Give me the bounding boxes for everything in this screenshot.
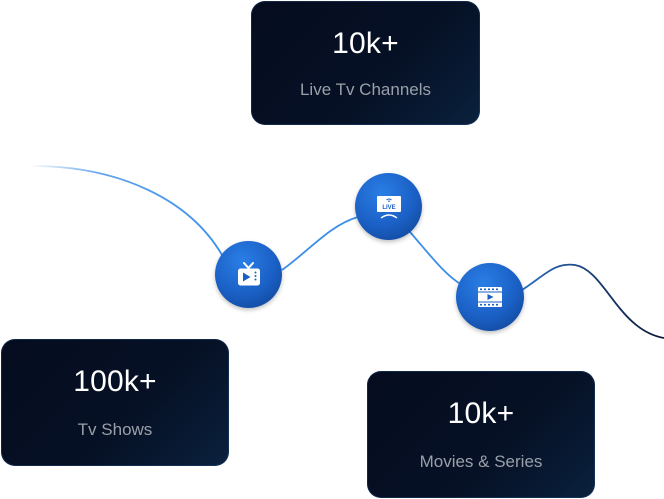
node-live-tv: LIVE — [355, 173, 422, 240]
node-movies-series — [456, 263, 524, 331]
live-tv-label: LIVE — [382, 205, 395, 211]
stat-label: Live Tv Channels — [299, 79, 432, 99]
curve-segment-left — [31, 165, 223, 256]
live-tv-icon: LIVE — [376, 195, 401, 219]
node-tv-shows — [215, 241, 282, 308]
curve-segment-live-movies — [409, 231, 463, 286]
stat-label: Tv Shows — [77, 420, 153, 439]
curve-segment-tv-live — [281, 216, 359, 271]
stat-label: Movies & Series — [419, 452, 543, 471]
film-play-icon — [478, 287, 502, 307]
curve-segment-right — [521, 263, 664, 339]
stat-card-live-tv: 10k+ Live Tv Channels — [251, 1, 480, 125]
stat-value: 100k+ — [73, 365, 157, 398]
stat-value: 10k+ — [332, 26, 399, 60]
stat-card-movies-series: 10k+ Movies & Series — [367, 371, 595, 498]
stat-value: 10k+ — [447, 397, 515, 430]
stat-card-tv-shows: 100k+ Tv Shows — [1, 339, 229, 466]
tv-play-icon — [237, 261, 260, 285]
